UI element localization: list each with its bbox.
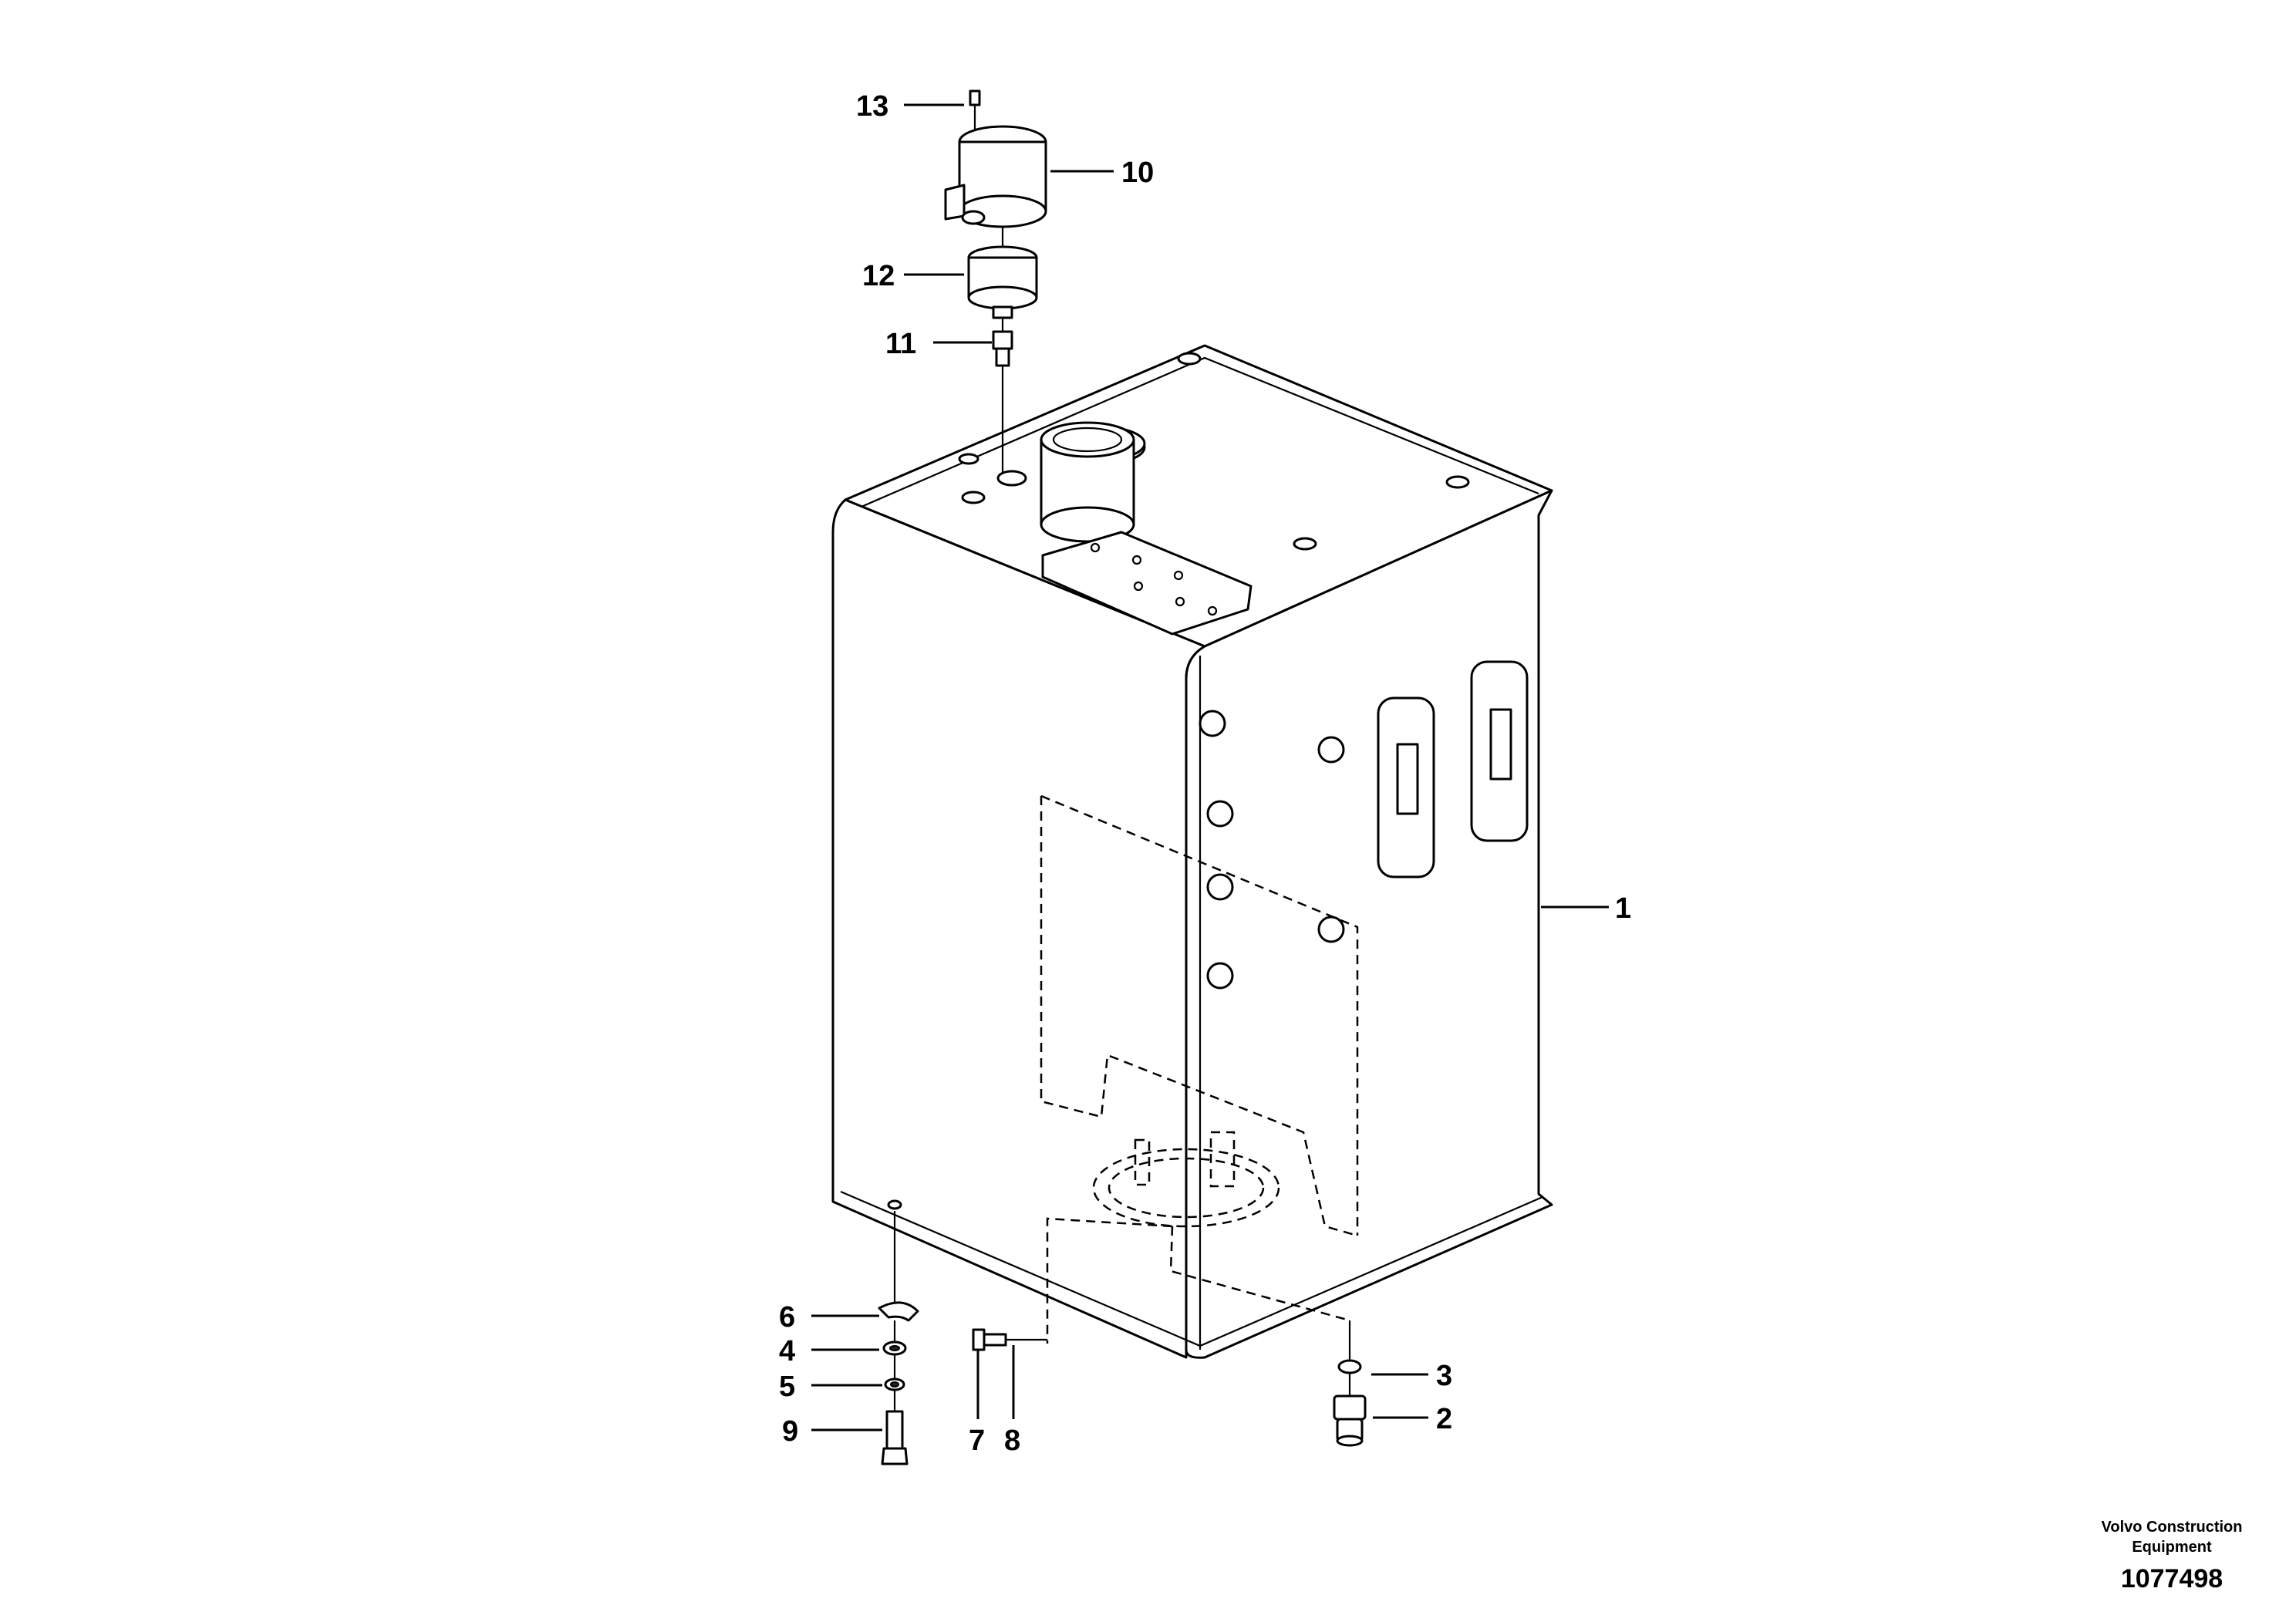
part-label-7: 7 (969, 1425, 985, 1457)
part-labels: 13 10 12 11 1 3 2 6 4 5 9 7 8 (779, 90, 1631, 1457)
connector-11 (992, 318, 1013, 472)
part-label-8: 8 (1004, 1425, 1020, 1457)
credit-line-2: Equipment (2132, 1539, 2212, 1556)
hydraulic-tank (831, 344, 1553, 1359)
part-label-1: 1 (1615, 892, 1631, 925)
side-bosses (1199, 710, 1345, 990)
part-label-12: 12 (862, 260, 895, 292)
top-cover-plate (1041, 531, 1253, 636)
drain-valve-right (1333, 1320, 1367, 1447)
sight-gauge-right (1470, 660, 1529, 842)
document-number: 1077498 (2121, 1564, 2223, 1593)
part-label-4: 4 (779, 1335, 795, 1367)
part-label-9: 9 (782, 1415, 798, 1448)
drain-stack-left (878, 1199, 919, 1465)
part-label-3: 3 (1436, 1360, 1452, 1392)
sight-gauge-left (1377, 696, 1435, 878)
breather-cap-10 (944, 125, 1047, 228)
part-label-2: 2 (1436, 1403, 1452, 1435)
part-label-6: 6 (779, 1301, 795, 1334)
leader-lines (811, 103, 1609, 1431)
top-bosses (958, 352, 1470, 551)
part-label-11: 11 (885, 328, 916, 360)
footer: Volvo Construction Equipment 1077498 (2102, 1519, 2243, 1593)
credit-line-1: Volvo Construction (2102, 1519, 2243, 1536)
filter-element-12 (967, 228, 1038, 319)
part-label-10: 10 (1121, 157, 1154, 189)
internal-strainer-hidden (1040, 794, 1359, 1344)
part-label-5: 5 (779, 1371, 795, 1403)
drain-plug-7 (972, 1328, 1047, 1351)
filler-neck (1040, 421, 1146, 543)
part-label-13: 13 (856, 90, 888, 123)
